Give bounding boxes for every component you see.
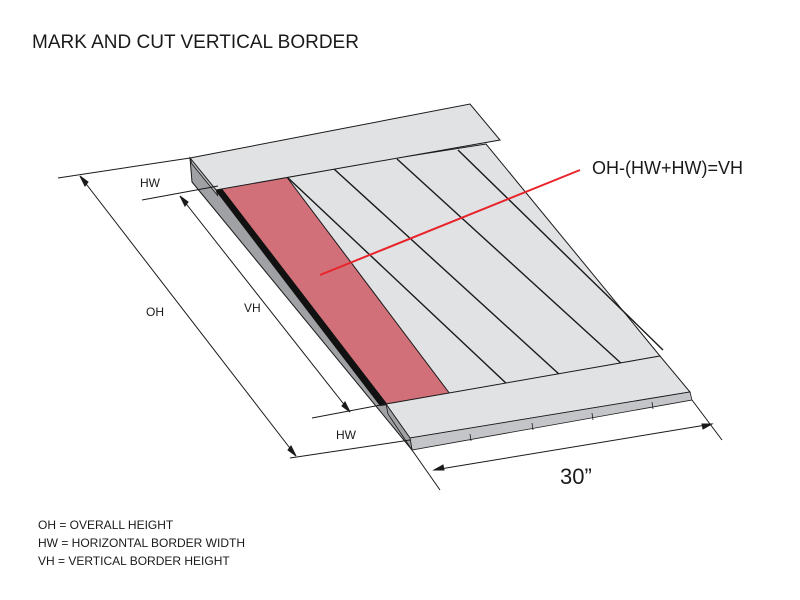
- edge-segment: [531, 422, 534, 431]
- legend-item-vh: VH = VERTICAL BORDER HEIGHT: [38, 554, 230, 568]
- vh-label: VH: [244, 301, 261, 315]
- slat-divider: [285, 175, 509, 386]
- hw-top-label: HW: [140, 176, 161, 190]
- oh-extension-top: [57, 157, 191, 179]
- width-extension-right: [691, 399, 723, 441]
- edge-segment: [591, 412, 594, 421]
- legend: OH = OVERALL HEIGHT HW = HORIZONTAL BORD…: [38, 516, 245, 570]
- legend-item-oh: OH = OVERALL HEIGHT: [38, 518, 174, 532]
- vh-dimension-line: [179, 195, 351, 413]
- formula-label: OH-(HW+HW)=VH: [592, 158, 743, 178]
- width-extension-left: [411, 449, 441, 491]
- top-border-front-edge: [189, 157, 219, 197]
- formula-callout-line: [319, 169, 581, 276]
- oh-dimension-line: [79, 175, 297, 457]
- oh-extension-bottom: [289, 439, 411, 459]
- hw-extension-top: [141, 185, 219, 201]
- slat-divider: [396, 158, 624, 366]
- edge-segment: [651, 401, 654, 410]
- oh-label: OH: [146, 305, 164, 319]
- slat-divider: [333, 168, 561, 376]
- vertical-border-edge: [212, 186, 388, 406]
- hw-bottom-label: HW: [336, 428, 357, 442]
- legend-item-hw: HW = HORIZONTAL BORDER WIDTH: [38, 536, 245, 550]
- edge-segment: [469, 433, 472, 442]
- width-dimension-line: [432, 423, 714, 471]
- diagram-title: MARK AND CUT VERTICAL BORDER: [32, 32, 359, 53]
- slat-divider: [457, 149, 664, 351]
- width-label: 30”: [560, 464, 592, 489]
